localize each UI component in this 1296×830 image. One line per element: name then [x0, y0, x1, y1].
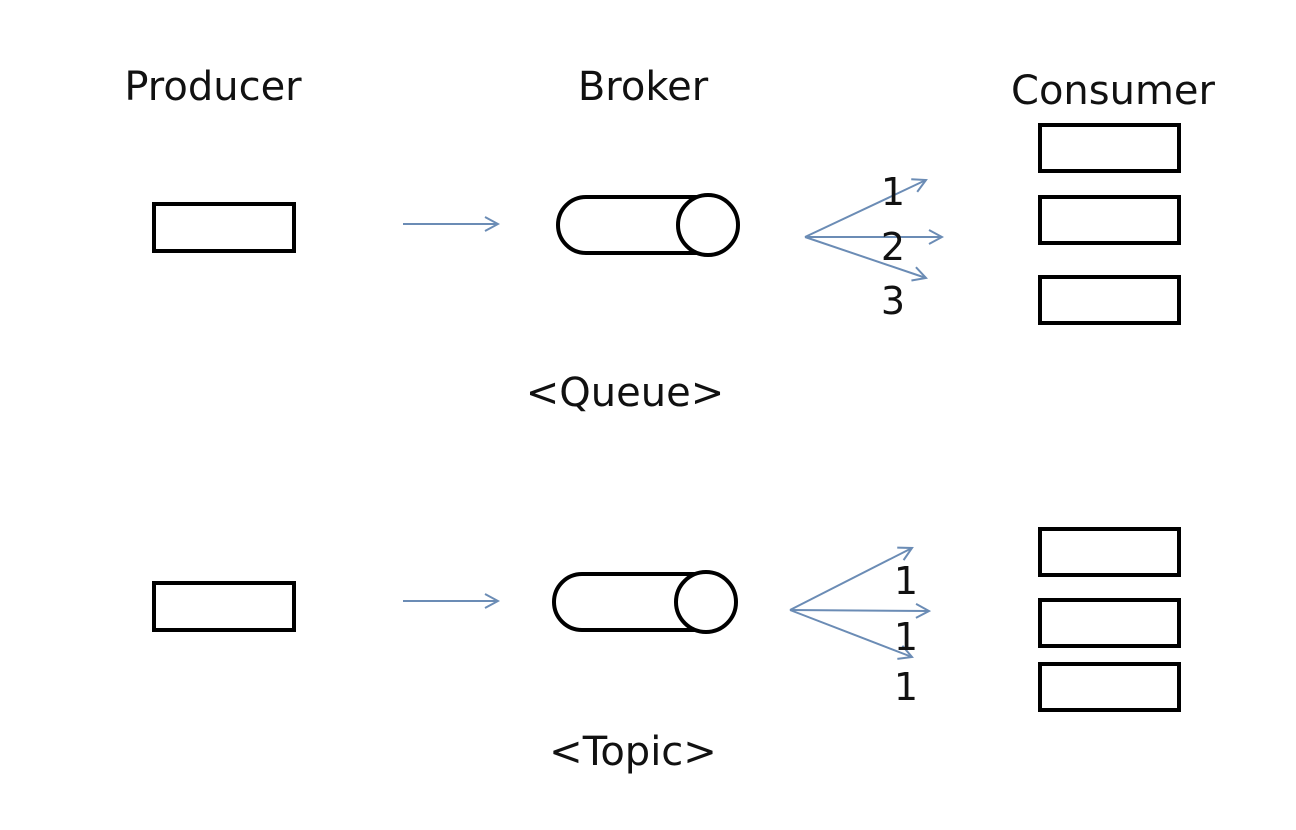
topic-caption: <Topic> — [549, 729, 717, 775]
queue-fanout-arrow-3 — [804, 236, 926, 278]
broker-header: Broker — [578, 64, 709, 110]
consumer-header: Consumer — [1011, 68, 1216, 114]
queue-producer-box — [152, 202, 296, 253]
queue-message-number-1: 1 — [881, 170, 905, 214]
queue-consumer-box-1 — [1038, 123, 1181, 173]
queue-consumer-box-2 — [1038, 195, 1181, 245]
topic-message-number-3: 1 — [894, 665, 918, 709]
topic-section: 1 1 1 <Topic> — [152, 527, 1181, 775]
topic-message-number-1: 1 — [894, 559, 918, 603]
topic-message-number-2: 1 — [894, 615, 918, 659]
queue-message-number-2: 2 — [881, 225, 905, 269]
queue-section: 1 2 3 <Queue> — [152, 123, 1181, 416]
queue-fanout-arrow-1 — [804, 180, 926, 238]
queue-broker-cylinder — [556, 193, 740, 257]
topic-producer-box — [152, 581, 296, 632]
queue-consumer-box-3 — [1038, 275, 1181, 325]
topic-fanout-arrow-2 — [789, 610, 929, 611]
queue-caption: <Queue> — [526, 370, 724, 416]
topic-fanout-arrow-3 — [789, 609, 912, 657]
producer-header: Producer — [124, 64, 302, 110]
topic-consumer-box-3 — [1038, 662, 1181, 712]
queue-message-number-3: 3 — [881, 279, 905, 323]
topic-broker-cylinder — [552, 570, 738, 634]
topic-consumer-box-2 — [1038, 598, 1181, 648]
topic-fanout-arrow-1 — [789, 548, 912, 611]
topic-consumer-box-1 — [1038, 527, 1181, 577]
